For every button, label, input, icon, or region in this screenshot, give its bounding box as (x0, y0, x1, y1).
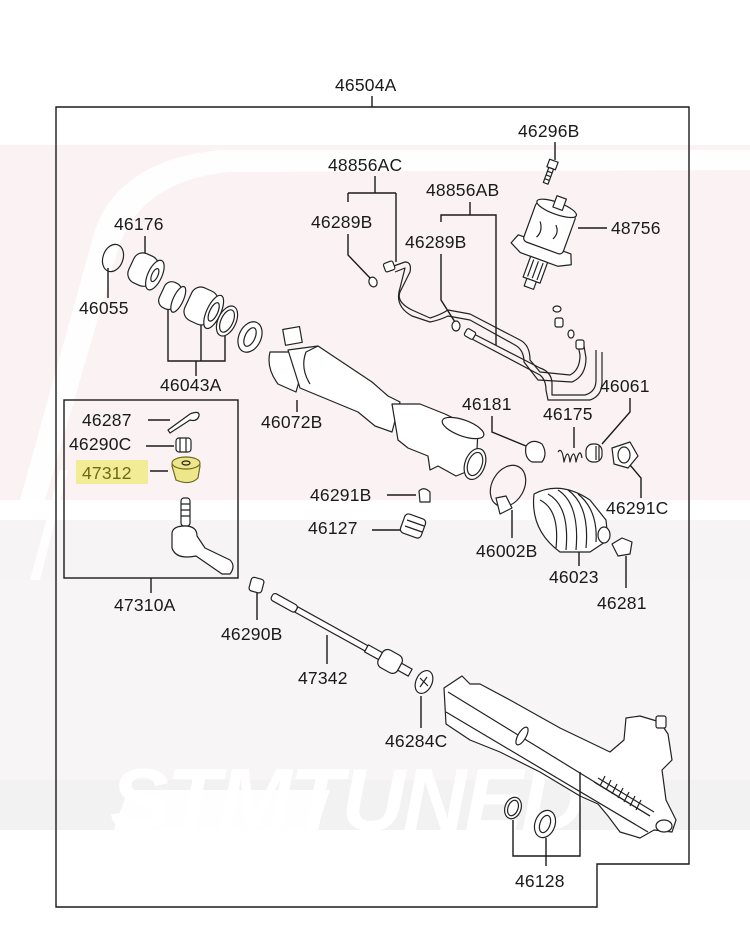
part-46176[interactable]: 46176 (114, 214, 168, 293)
part-46291B[interactable]: 46291B (310, 485, 431, 505)
part-label-46291C[interactable]: 46291C (606, 498, 669, 518)
part-46284C[interactable]: 46284C (385, 668, 448, 751)
assembly-frame: 46504A (55, 75, 690, 908)
watermark-text: STMTUNED (110, 750, 583, 849)
part-48856AC[interactable]: 48856AC (328, 155, 402, 262)
part-46281[interactable]: 46281 (597, 537, 647, 613)
part-label-46055[interactable]: 46055 (79, 298, 129, 318)
tie-rod-end-drawing (171, 497, 234, 575)
part-label-46043A[interactable]: 46043A (160, 375, 222, 395)
part-label-46289B-2[interactable]: 46289B (405, 232, 467, 252)
part-48756[interactable]: 48756 (499, 186, 661, 298)
part-46072B[interactable]: 46072B (261, 325, 490, 483)
part-label-46128[interactable]: 46128 (515, 871, 565, 891)
part-46043A[interactable]: 46043A (156, 279, 242, 395)
seal-ring-inner (243, 327, 257, 347)
part-label-46181[interactable]: 46181 (462, 394, 512, 414)
pressure-pipes (382, 260, 603, 401)
part-46291C[interactable]: 46291C (606, 441, 669, 518)
part-label-47312[interactable]: 47312 (82, 463, 132, 483)
part-label-46175[interactable]: 46175 (543, 404, 593, 424)
part-label-46061[interactable]: 46061 (600, 376, 650, 396)
part-46289B-2[interactable]: 46289B (405, 232, 467, 332)
part-label-48856AC[interactable]: 48856AC (328, 155, 402, 175)
part-label-46284C[interactable]: 46284C (385, 731, 448, 751)
watermark-badge (112, 790, 330, 835)
part-46289B-1[interactable]: 46289B (311, 212, 378, 288)
part-46287[interactable]: 46287 (82, 410, 200, 434)
part-46175[interactable]: 46175 (543, 404, 593, 463)
part-48856AB[interactable]: 48856AB (426, 180, 499, 345)
part-label-46127[interactable]: 46127 (308, 518, 358, 538)
part-46296B[interactable]: 46296B (518, 121, 580, 185)
part-label-48756[interactable]: 48756 (611, 218, 661, 238)
part-label-46072B[interactable]: 46072B (261, 412, 323, 432)
part-label-46287[interactable]: 46287 (82, 410, 132, 430)
part-47342[interactable]: 47342 (267, 587, 415, 688)
part-47310A[interactable]: 47310A (63, 399, 239, 615)
part-label-46176[interactable]: 46176 (114, 214, 164, 234)
part-46055[interactable]: 46055 (79, 241, 129, 318)
part-label-46290B[interactable]: 46290B (221, 624, 283, 644)
part-label-46023[interactable]: 46023 (549, 567, 599, 587)
part-label-46291B[interactable]: 46291B (310, 485, 372, 505)
part-label-47310A[interactable]: 47310A (114, 595, 176, 615)
part-label-46290C[interactable]: 46290C (69, 434, 132, 454)
part-highlight (76, 460, 148, 484)
part-label-46296B[interactable]: 46296B (518, 121, 580, 141)
part-label-46289B-1[interactable]: 46289B (311, 212, 373, 232)
rack-housing-drawing (443, 675, 677, 839)
part-label-46504A[interactable]: 46504A (335, 75, 397, 95)
part-label-48856AB[interactable]: 48856AB (426, 180, 499, 200)
part-label-47342[interactable]: 47342 (298, 668, 348, 688)
part-46128[interactable]: 46128 (502, 772, 581, 891)
part-label-46281[interactable]: 46281 (597, 593, 647, 613)
part-46181[interactable]: 46181 (462, 394, 546, 463)
part-46023[interactable]: 46023 (532, 487, 611, 587)
part-46290C[interactable]: 46290C (69, 434, 192, 454)
part-46127[interactable]: 46127 (308, 513, 427, 539)
part-label-46002B[interactable]: 46002B (476, 541, 538, 561)
part-46290B[interactable]: 46290B (221, 576, 283, 644)
part-46061[interactable]: 46061 (585, 376, 650, 463)
part-47312[interactable]: 47312 (76, 456, 201, 484)
part-46002B[interactable]: 46002B (476, 459, 538, 561)
